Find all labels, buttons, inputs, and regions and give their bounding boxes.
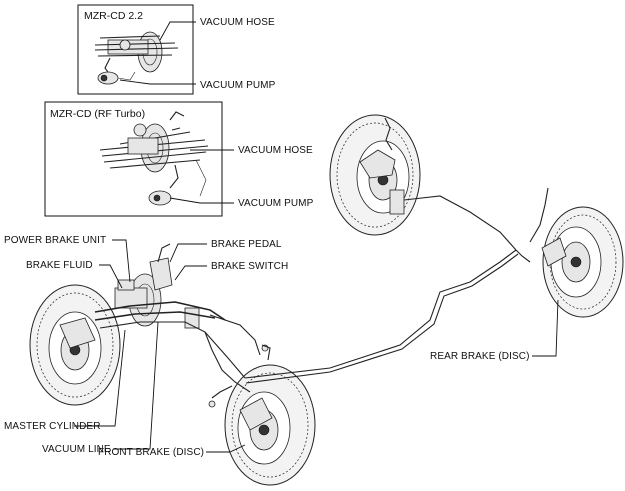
front-left-wheel <box>29 284 121 406</box>
leader-front-brake <box>206 444 246 453</box>
leader-power-brake-unit <box>112 239 131 283</box>
label-vacuum-line: VACUUM LINE <box>42 444 111 455</box>
leader-brake-fluid <box>99 264 123 289</box>
inset-box-mzr-cd-2-2: MZR-CD 2.2 <box>77 4 196 95</box>
callout-leaders <box>74 239 559 453</box>
leader-vacuum-pump-2 <box>169 197 234 204</box>
callout-vacuum-hose-1: VACUUM HOSE <box>200 17 275 28</box>
callout-vacuum-pump-2: VACUUM PUMP <box>238 198 314 209</box>
leader-rear-brake <box>532 299 559 357</box>
inset-title-2: MZR-CD (RF Turbo) <box>50 108 145 120</box>
label-brake-fluid: BRAKE FLUID <box>26 260 93 271</box>
label-front-brake: FRONT BRAKE (DISC) <box>98 447 204 458</box>
front-right-wheel <box>224 364 316 486</box>
brake-lines <box>94 195 531 408</box>
leader-vacuum-pump-1 <box>119 79 196 85</box>
callout-vacuum-pump-1: VACUUM PUMP <box>200 80 276 91</box>
rear-left-wheel <box>329 114 421 236</box>
booster-illustration-1 <box>94 31 179 85</box>
booster-illustration-2 <box>99 111 209 206</box>
label-power-brake-unit: POWER BRAKE UNIT <box>4 235 106 246</box>
leader-brake-pedal <box>169 243 207 263</box>
leader-vacuum-hose-1 <box>159 21 196 41</box>
leader-master-cylinder <box>74 329 126 427</box>
callout-vacuum-hose-2: VACUUM HOSE <box>238 145 313 156</box>
label-brake-pedal: BRAKE PEDAL <box>211 239 282 250</box>
label-master-cylinder: MASTER CYLINDER <box>4 421 101 432</box>
leader-brake-switch <box>174 265 207 281</box>
leader-vacuum-line <box>113 321 159 450</box>
rear-right-wheel <box>529 187 624 318</box>
label-rear-brake: REAR BRAKE (DISC) <box>430 351 530 362</box>
label-brake-switch: BRAKE SWITCH <box>211 261 288 272</box>
inset-title-1: MZR-CD 2.2 <box>84 10 143 22</box>
inset-box-mzr-cd-rf-turbo: MZR-CD (RF Turbo) <box>44 101 234 217</box>
